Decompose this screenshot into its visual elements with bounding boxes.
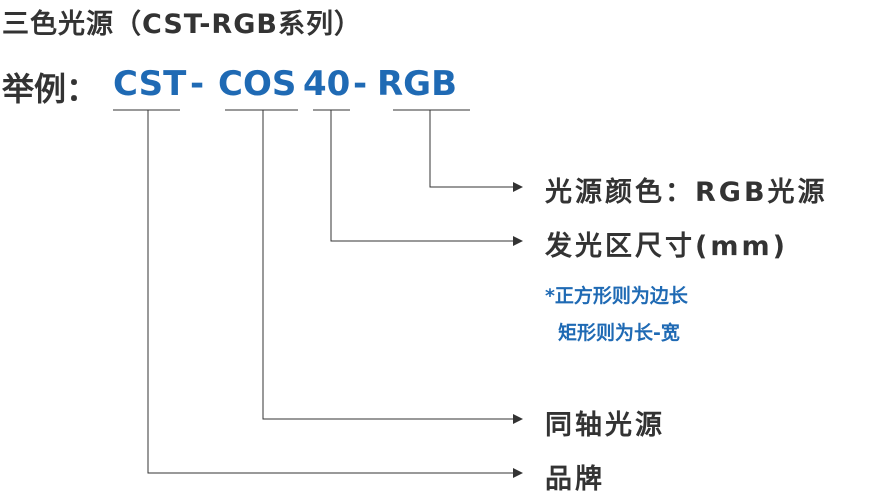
color-description: 光源颜色：RGB光源 [545, 177, 828, 208]
connector-series [262, 110, 523, 424]
series-description: 同轴光源 [545, 410, 665, 441]
separator-1: - [190, 64, 205, 104]
connector-color [429, 110, 523, 192]
size-description: 发光区尺寸(mm) [545, 231, 788, 262]
series-code: COS [218, 64, 297, 104]
separator-2: - [353, 64, 368, 104]
connector-size [330, 110, 523, 246]
size-note-square: *正方形则为边长 [545, 285, 688, 307]
brand-description: 品牌 [545, 464, 605, 495]
size-note-rectangle: 矩形则为长-宽 [558, 322, 680, 344]
example-label: 举例： [2, 70, 99, 108]
color-code: RGB [377, 64, 458, 104]
connector-brand [147, 110, 523, 478]
page-title: 三色光源（CST-RGB系列） [2, 9, 362, 40]
size-code: 40 [303, 64, 351, 104]
brand-code: CST [113, 64, 187, 104]
